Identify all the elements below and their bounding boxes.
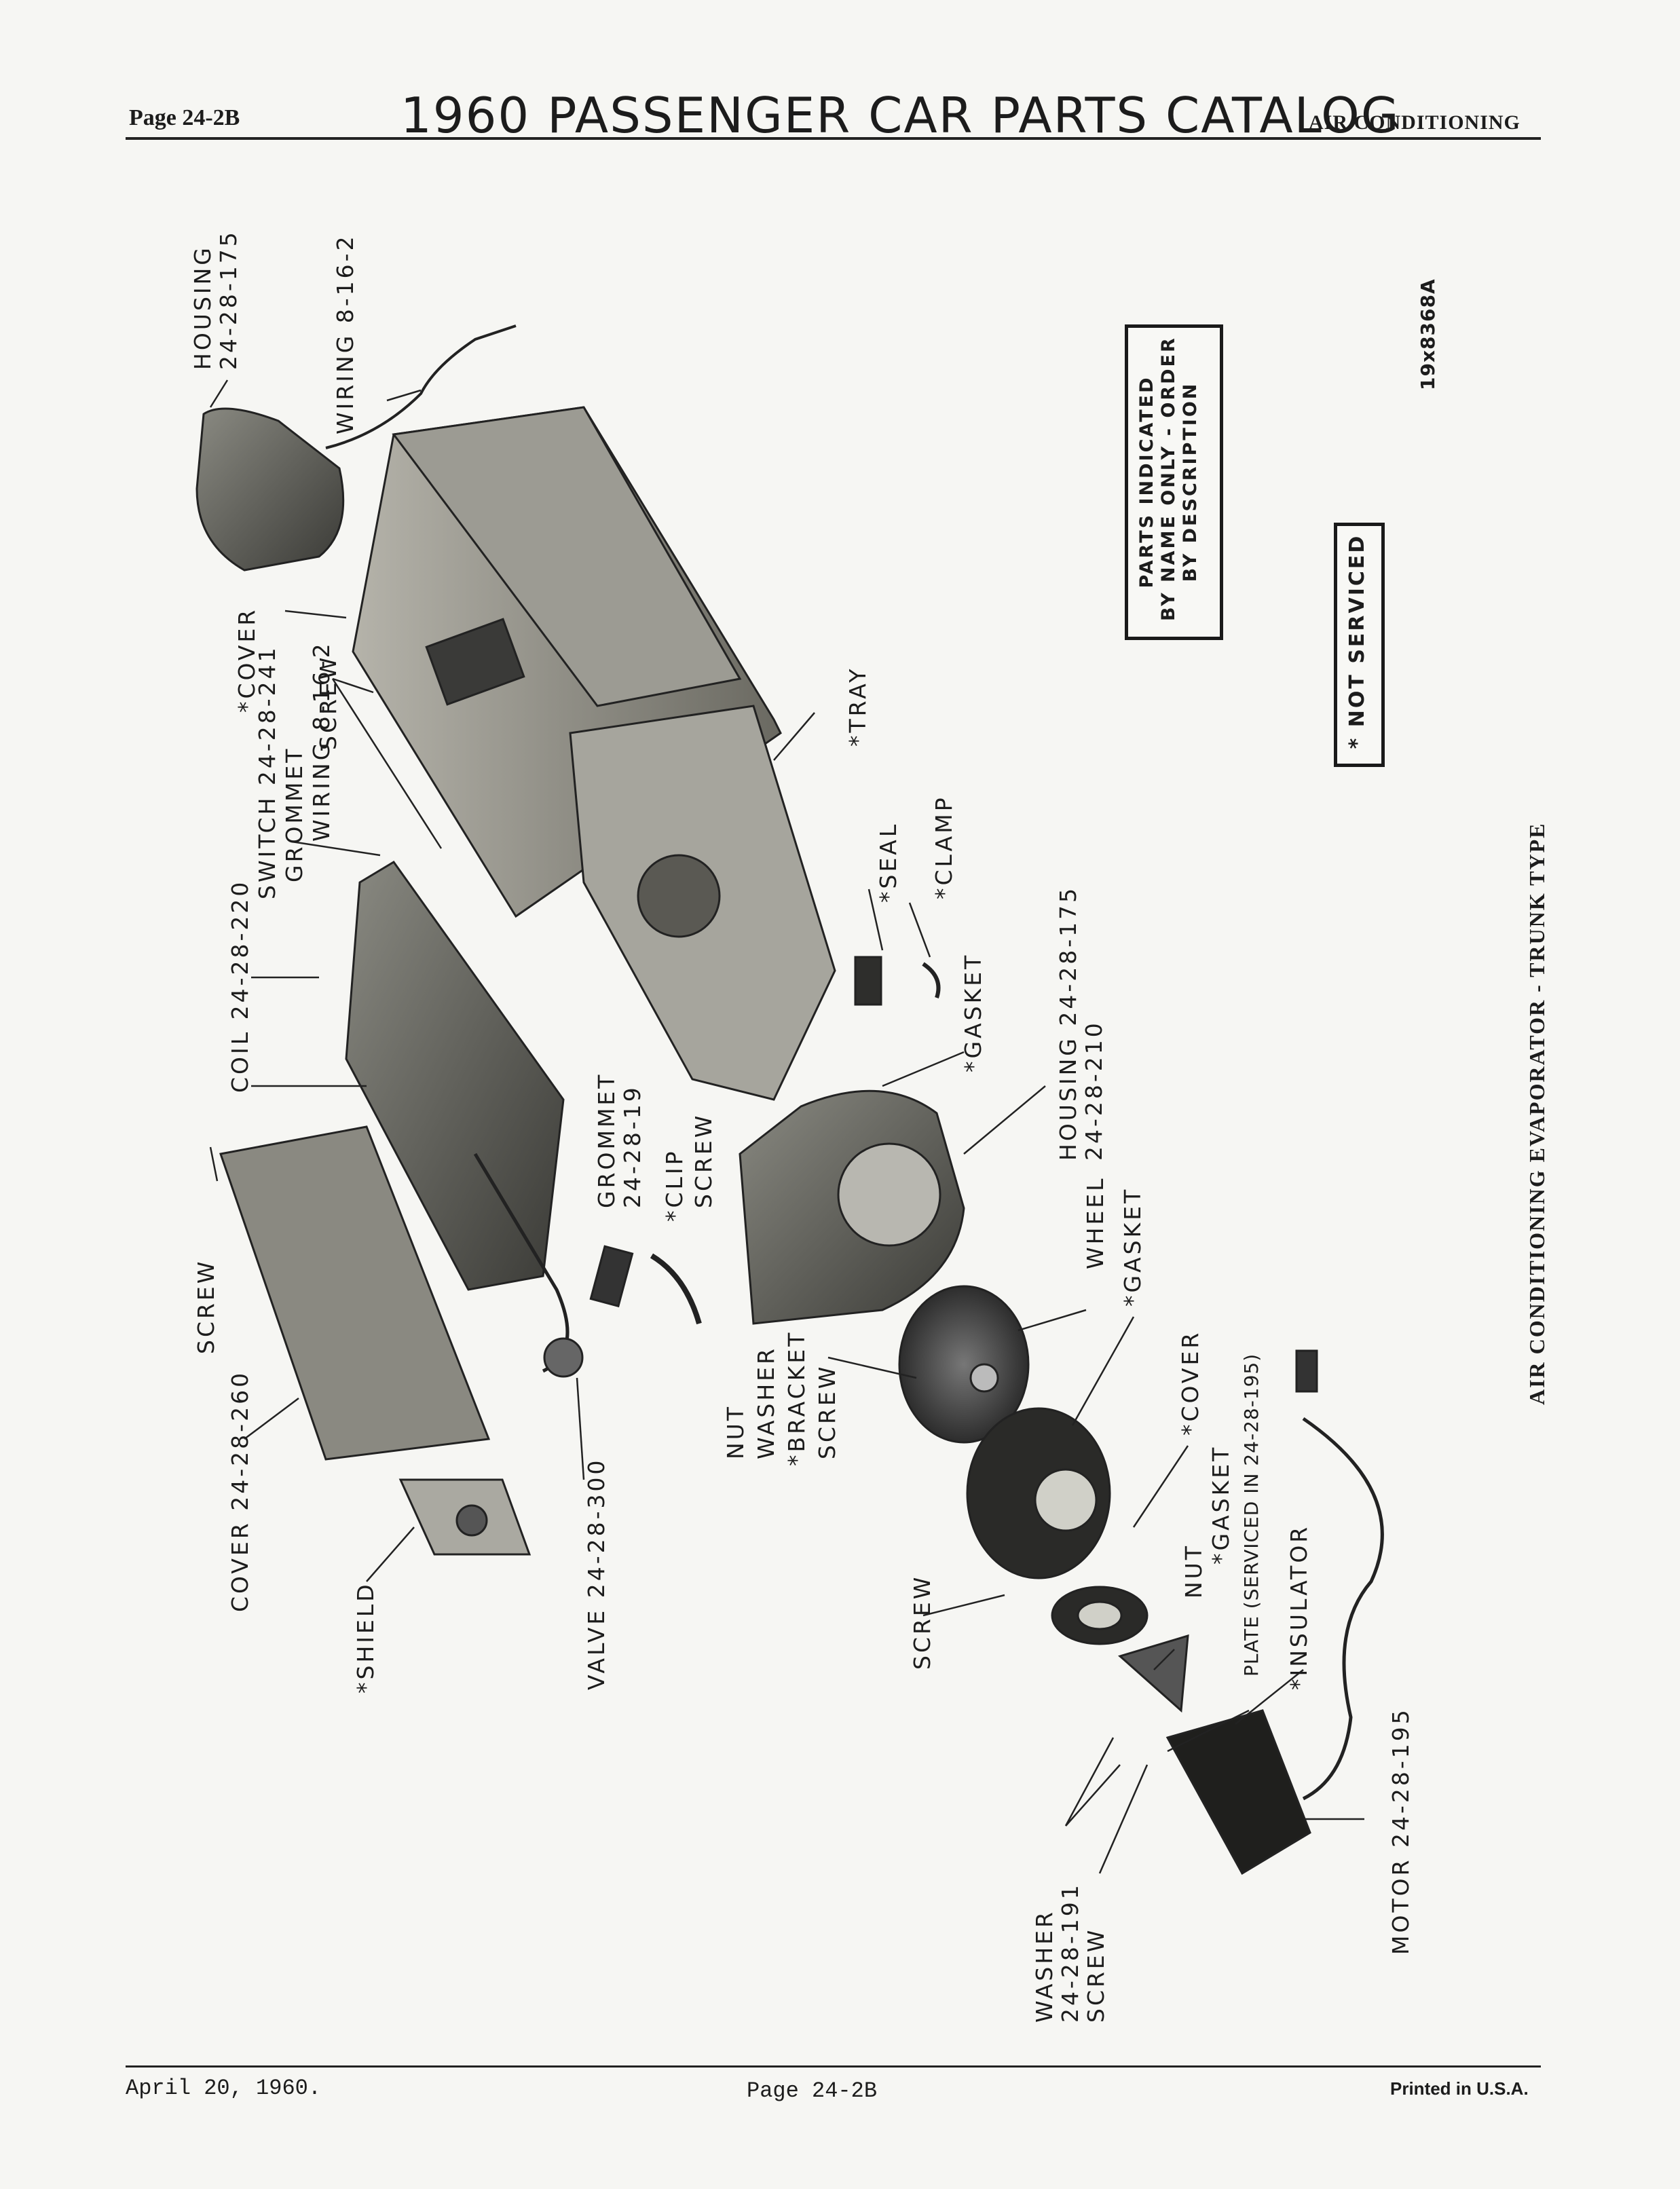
note-box-line3: BY DESCRIPTION [1180,381,1201,582]
callout-washer-bottom-part: 24-28-191 [1057,1882,1083,2023]
valve-part [543,1337,584,1378]
note-box: PARTS INDICATED BY NAME ONLY - ORDER BY … [1125,324,1223,640]
callout-washer-bottom-name: WASHER [1031,1909,1058,2023]
wiring-top-part [325,324,517,449]
wheel-part [898,1285,1030,1444]
seal-part [854,956,882,1006]
leader-lines [209,379,1364,1874]
callout-housing-mid-line1: HOUSING 24-28-175 [1055,885,1081,1161]
footer-page-number: Page 24-2B [747,2078,878,2103]
motor-part [1165,1709,1311,1875]
cover-left-part [219,1125,491,1461]
section-title: AIR CONDITIONING [1309,111,1520,134]
housing-top-part [195,407,345,572]
header-rule [126,137,1541,140]
footer-rule [126,2065,1541,2068]
callout-washer-bottom-screw: SCREW [1083,1927,1109,2023]
plate-part [1117,1634,1189,1713]
catalog-title: 1960 PASSENGER CAR PARTS CATALOG [400,87,1400,144]
callout-housing-top-name: HOUSING [189,245,216,370]
callout-housing-top-part: 24-28-175 [215,229,242,370]
footer-date: April 20, 1960. [126,2076,322,2101]
footer-printed: Printed in U.S.A. [1390,2078,1529,2099]
note-box-line1: PARTS INDICATED [1136,375,1157,588]
legend-box: * NOT SERVICED [1334,523,1385,767]
clamp-part [922,962,941,998]
note-box-line2: BY NAME ONLY - ORDER [1158,336,1179,621]
grommet-mid-part [589,1245,634,1308]
callout-grommet-mid-part: 24-28-19 [619,1085,646,1208]
callout-grommet-mid-name: GROMMET [593,1072,620,1208]
page-number-header: Page 24-2B [129,105,240,130]
coil-part [345,861,565,1291]
clip-part [650,1253,702,1325]
callout-housing-mid-line2: 24-28-210 [1081,1020,1107,1161]
